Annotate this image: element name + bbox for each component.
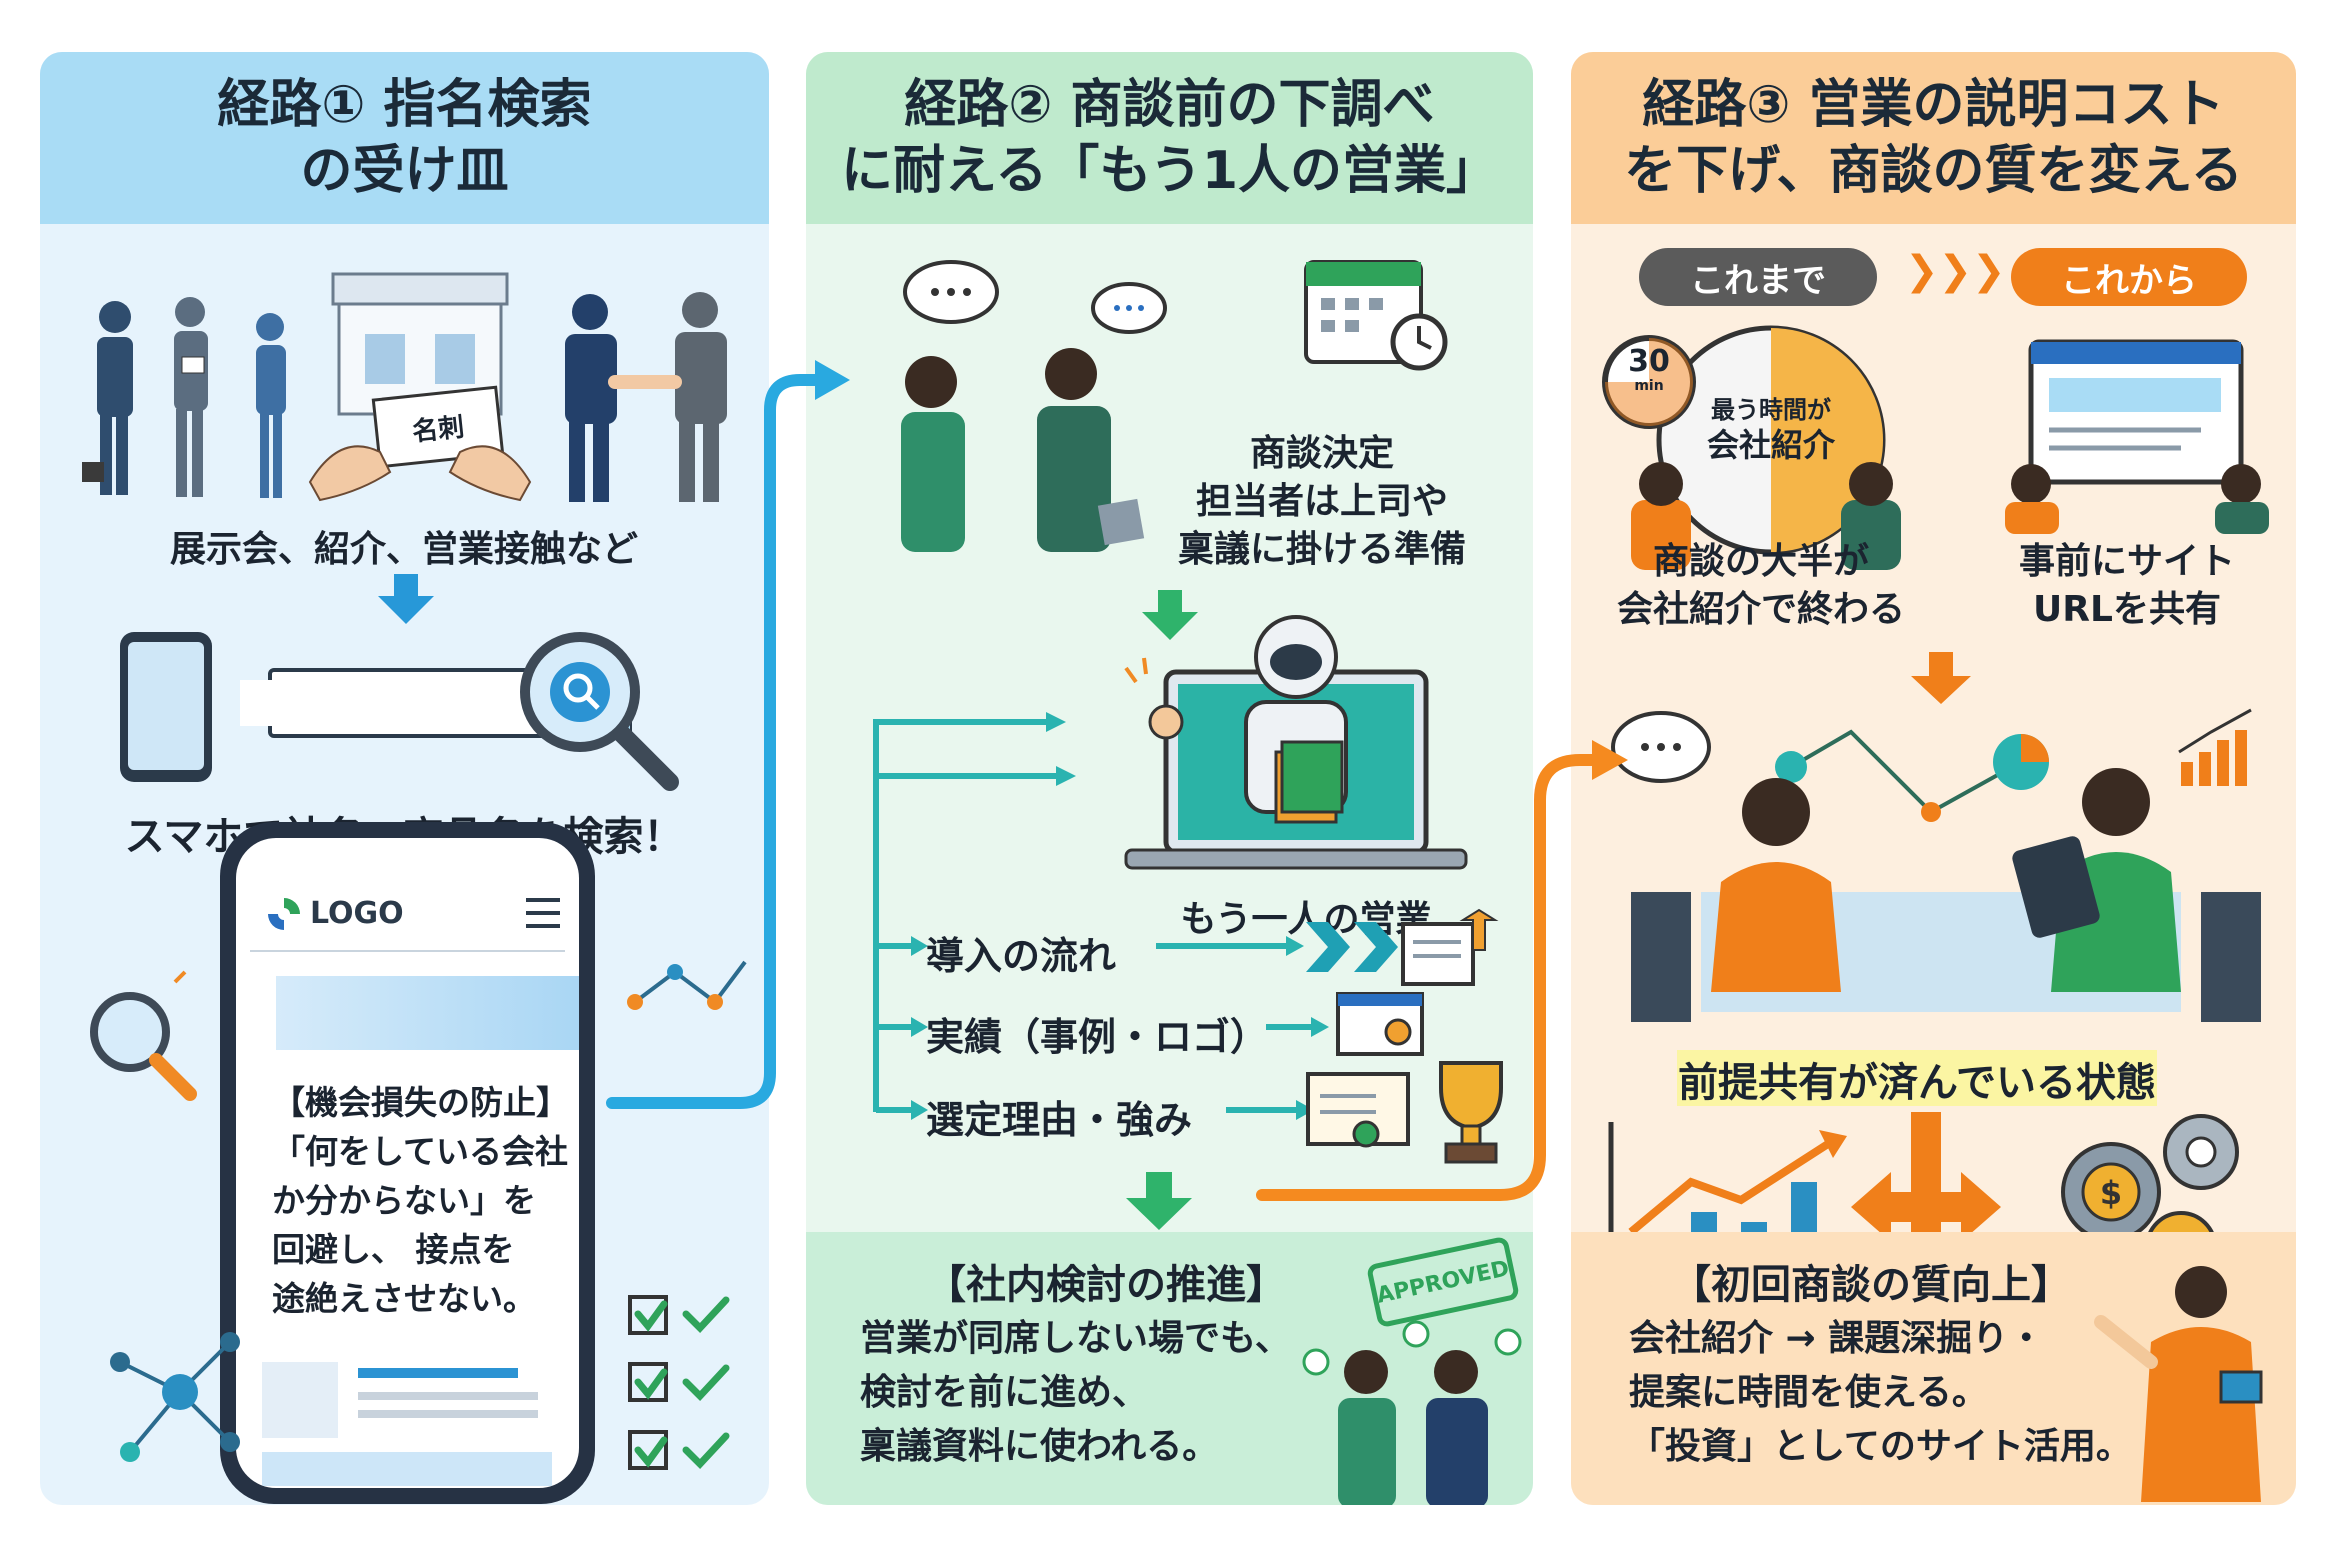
panel-1-header: 経路① 指名検索 の受け皿: [40, 52, 769, 224]
panel-3-bottom-line-0: 会社紹介 → 課題深掘り・: [1629, 1318, 2045, 1359]
down-arrow-icon: [378, 574, 434, 624]
panel-1-title-line1: 経路① 指名検索: [217, 75, 592, 135]
panel-2-bottom-heading: 【社内検討の推進】: [926, 1262, 1286, 1308]
panel-1-title-line2: の受け皿: [300, 141, 509, 201]
branch-label-1: 実績（事例・ロゴ）: [926, 1015, 1269, 1059]
chevrons-right-icon: ❯❯❯: [1905, 248, 2006, 294]
before-pill: これまで: [1639, 248, 1877, 306]
clock-line-0: 最う時間が: [1711, 396, 1831, 424]
team-people-icon: [1302, 1320, 1522, 1505]
down-arrow-icon: [1911, 652, 1971, 704]
meeting-people-icon: [901, 260, 1167, 552]
phone-logo-text: LOGO: [310, 896, 404, 931]
panel-route-1: 経路① 指名検索 の受け皿 名刺 展示会、紹介、営業接触など: [40, 52, 769, 1505]
panel-3-title-line2: を下げ、商談の質を変える: [1624, 141, 2243, 201]
after-caption-1: URLを共有: [2033, 589, 2221, 630]
phone-text-2: か分からない」を: [272, 1181, 536, 1220]
network-icon-2: [110, 1332, 240, 1462]
hands-icon: [308, 445, 532, 502]
presenter-icon: [2094, 1266, 2263, 1502]
panel-3-bottom-line-2: 「投資」としてのサイト活用。: [1629, 1426, 2132, 1467]
magnifier-icon-small: [90, 970, 197, 1101]
hamburger-menu-icon[interactable]: [526, 898, 560, 928]
after-caption-0: 事前にサイト: [2018, 541, 2236, 582]
branch-arrow-icon: [1851, 1112, 2001, 1312]
down-arrow-icon-2: [1126, 1172, 1192, 1230]
branch-connectors: [873, 712, 1329, 1120]
clock-icon: [1602, 325, 1901, 570]
logo-icon: [268, 898, 300, 930]
handshake-icon: [565, 292, 727, 502]
highlight-bar: [1677, 1050, 2157, 1106]
panel-3-bottom-heading: 【初回商談の質向上】: [1671, 1262, 2071, 1308]
checklist-icon: [628, 1295, 730, 1470]
branch-label-0: 導入の流れ: [926, 934, 1117, 978]
phone-text-3: 回避し、 接点を: [272, 1230, 515, 1269]
phone-thumb-card: [262, 1362, 552, 1438]
meeting-line-0: 商談決定: [1249, 433, 1395, 474]
panel-3-bottom-line-1: 提案に時間を使える。: [1629, 1372, 1988, 1413]
highlight-text: 前提共有が済んでいる状態: [1678, 1060, 2156, 1106]
branch-label-2: 選定理由・強み: [926, 1098, 1193, 1142]
panel-2-bottom-line-2: 稟議資料に使われる。: [860, 1426, 1219, 1467]
events-caption: 展示会、紹介、営業接触など: [169, 529, 639, 570]
panel-2-title-line1: 経路② 商談前の下調べ: [904, 75, 1435, 135]
robot-caption: もう一人の営業: [1180, 899, 1432, 940]
meeting-line-2: 稟議に掛ける準備: [1177, 529, 1467, 570]
clock-unit: min: [1634, 378, 1664, 394]
panel-2-bottom-line-0: 営業が同席しない場でも、: [860, 1318, 1291, 1359]
clock-number: 30: [1628, 344, 1670, 379]
panel-route-2: 経路② 商談前の下調べ に耐える「もう1人の営業」 商談決定 担当者は上司や 稟…: [806, 52, 1533, 1505]
magnifier-icon: [520, 632, 679, 791]
panel-2-header: 経路② 商談前の下調べ に耐える「もう1人の営業」: [806, 52, 1533, 224]
meeting-scene-icon: [1611, 708, 2261, 1022]
panel-3-bottom-band: 【初回商談の質向上】 会社紹介 → 課題深掘り・ 提案に時間を使える。 「投資」…: [1571, 1232, 2296, 1505]
after-pill: これから: [2011, 248, 2247, 306]
hero-banner: [276, 976, 579, 1050]
trophy-icon: [1439, 1061, 1503, 1164]
robot-icon: [1124, 615, 1468, 870]
panel-2-bottom-line-1: 検討を前に進め、: [860, 1372, 1149, 1413]
business-people-icon: [82, 297, 286, 498]
phone-text-1: 「何をしている会社: [272, 1132, 569, 1171]
before-caption-0: 商談の大半が: [1652, 541, 1870, 582]
phone-text-0: 【機会損失の防止】: [272, 1083, 569, 1122]
document-icon: [1401, 908, 1499, 986]
browser-icon: [2005, 339, 2269, 534]
phone-screen: LOGO 【機会損失の防止】 「何をしている会社 か分からない」を 回避し、 接…: [236, 838, 579, 1488]
panel-3-header: 経路③ 営業の説明コスト を下げ、商談の質を変える: [1571, 52, 2296, 224]
calendar-icon: [1304, 260, 1448, 371]
svg-text:$: $: [2100, 1174, 2122, 1212]
panel-3-title-line1: 経路③ 営業の説明コスト: [1642, 75, 2225, 135]
clock-line-1: 会社紹介: [1706, 426, 1836, 464]
panel-2-title-line2: に耐える「もう1人の営業」: [840, 141, 1499, 201]
panel-route-3: 経路③ 営業の説明コスト を下げ、商談の質を変える これまで ❯❯❯ これから …: [1571, 52, 2296, 1505]
before-caption-1: 会社紹介で終わる: [1616, 589, 1906, 630]
phone-text-4: 途絶えさせない。: [272, 1279, 536, 1318]
network-icon: [627, 960, 747, 1010]
certificate-icon: [1336, 992, 1424, 1056]
down-arrow-icon: [1142, 590, 1198, 640]
certificate-icon-2: [1306, 1072, 1410, 1148]
meeting-line-1: 担当者は上司や: [1195, 481, 1449, 522]
panel-2-bottom-band: 【社内検討の推進】 営業が同席しない場でも、 検討を前に進め、 稟議資料に使われ…: [806, 1232, 1533, 1505]
chevrons-icon: [1306, 922, 1398, 972]
